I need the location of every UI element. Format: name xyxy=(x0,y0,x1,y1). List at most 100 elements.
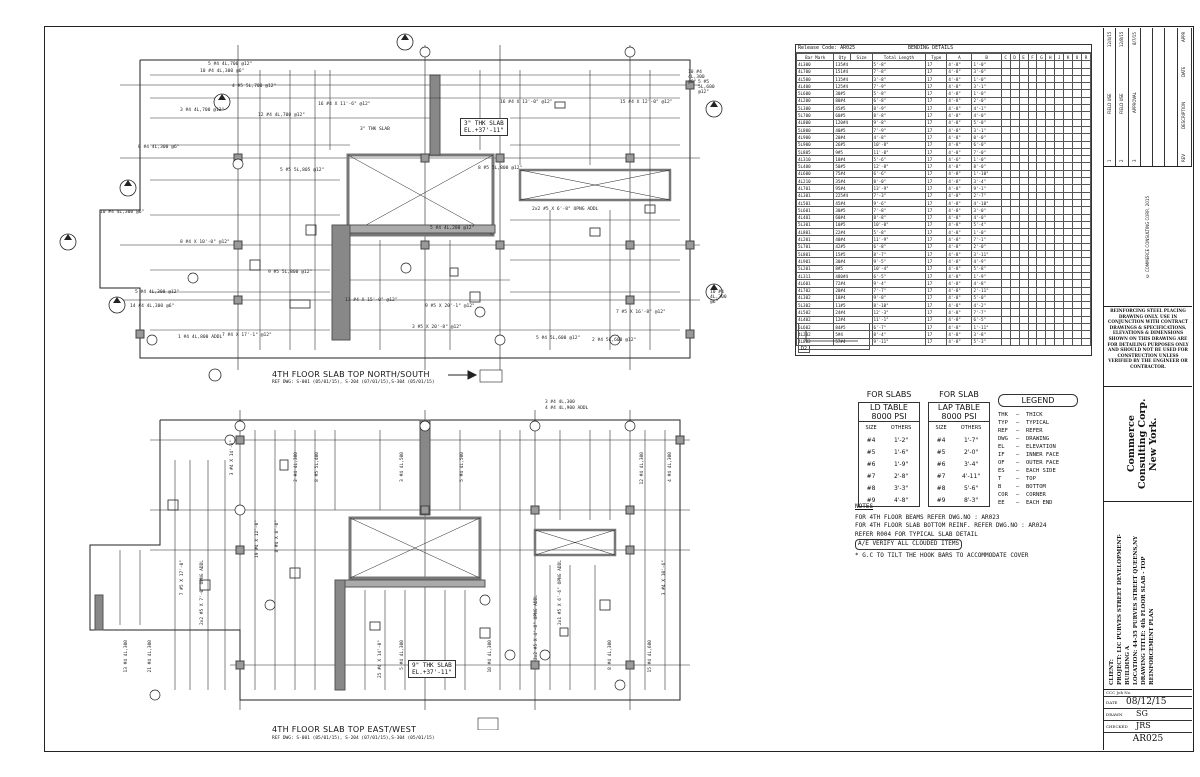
bending-cell: 6'-7" xyxy=(871,322,927,332)
bending-cell-empty xyxy=(1045,264,1056,273)
bending-cell-empty xyxy=(1072,155,1083,164)
bending-cell: 17 xyxy=(925,177,948,186)
bending-cell: 4'-8" xyxy=(946,330,973,339)
rebar-label: 8 #4 4L,300 @6" xyxy=(138,145,180,150)
bending-cell: 17 xyxy=(925,60,948,69)
bending-cell-empty xyxy=(1045,177,1056,186)
bending-cell-empty xyxy=(1081,155,1091,164)
bending-cell: 50#5 xyxy=(833,162,873,171)
bending-col-header: Size xyxy=(850,52,873,62)
bending-cell-empty xyxy=(1045,74,1056,84)
lap-table-cell: 5'-6" xyxy=(963,484,979,492)
bending-cell: 6'-6" xyxy=(871,169,927,179)
bending-cell-empty xyxy=(1063,169,1074,179)
rebar-label: 8 #5 5L,400 xyxy=(315,452,320,482)
bending-cell-empty xyxy=(1000,198,1011,208)
bending-cell-empty xyxy=(1036,140,1047,149)
bending-col-header: F xyxy=(1027,52,1038,62)
bending-cell-empty xyxy=(1045,104,1056,113)
bending-cell-empty xyxy=(1036,125,1047,135)
drawn-value: SG xyxy=(1136,709,1148,718)
bending-cell-empty xyxy=(1081,286,1091,295)
bending-cell-empty xyxy=(1009,271,1020,281)
bending-cell-empty xyxy=(1054,89,1065,98)
drawing-number: AR025 xyxy=(1132,734,1164,744)
bending-cell-empty xyxy=(1063,133,1074,142)
legend-dash: – xyxy=(1016,500,1020,506)
legend-abbrev: REF xyxy=(998,428,1008,434)
company-city: New York. xyxy=(1148,417,1159,471)
bending-cell-empty xyxy=(1063,67,1074,76)
bending-cell-empty xyxy=(1045,279,1056,288)
lap-col-size: SIZE xyxy=(935,425,947,431)
bending-cell: 6'-0" xyxy=(971,140,1002,149)
bending-cell-empty xyxy=(1000,213,1011,222)
bending-cell-empty xyxy=(1081,89,1091,98)
bending-cell-empty xyxy=(1000,184,1011,193)
location-label: LOCATION: xyxy=(1133,649,1139,685)
bending-cell: 17 xyxy=(925,89,948,98)
bending-cell-empty xyxy=(1054,322,1065,332)
bending-cell-empty xyxy=(1009,96,1020,106)
bending-cell: 30#5 xyxy=(833,206,873,215)
bending-cell-empty xyxy=(1018,140,1029,149)
legend-dash: – xyxy=(1016,412,1020,418)
ld-table-heading: FOR SLABS xyxy=(866,390,912,399)
note-line: * G.C TO TILT THE HOOK BARS TO ACCOMMODA… xyxy=(855,551,1029,559)
bending-cell-empty xyxy=(1018,133,1029,142)
bending-cell-empty xyxy=(1081,82,1091,91)
bending-col-header: Qty xyxy=(833,52,852,62)
bending-cell: 7'-8" xyxy=(871,206,927,215)
bending-cell: 7'-0" xyxy=(971,147,1002,157)
ld-table-cell: #6 xyxy=(866,460,876,468)
project-info-box: CLIENT: PROJECT: LIC PURVES STREET DEVEL… xyxy=(1104,501,1192,690)
bending-cell: 20#4 xyxy=(833,286,873,295)
bending-cell-empty xyxy=(1000,330,1011,339)
rebar-label: 3 #5 X 20'-8" @12" xyxy=(412,325,462,330)
bending-cell-empty xyxy=(1018,67,1029,76)
legend-item: DWG–DRAWING xyxy=(998,435,1078,443)
bending-cell: 17 xyxy=(925,155,948,164)
bending-cell-empty xyxy=(1081,213,1091,222)
bending-cell-empty xyxy=(1018,228,1029,237)
bending-cell: 60#5 xyxy=(833,111,873,120)
rebar-label: 10 #4 4L,300 @6" xyxy=(200,69,245,74)
bending-cell: 17 xyxy=(925,74,948,84)
bending-cell-empty xyxy=(1000,308,1011,317)
lap-table-cell: #9 xyxy=(936,496,946,504)
bending-cell-empty xyxy=(1081,67,1091,76)
bending-cell: 4L210 xyxy=(795,177,835,186)
bending-cell-empty xyxy=(1081,322,1091,332)
bending-cell: 5L301 xyxy=(795,220,835,230)
rebar-label: 3 #4 X 14'-0" xyxy=(230,440,235,476)
bending-cell: 2'-7" xyxy=(971,191,1002,200)
bending-col-header: Total Length xyxy=(871,52,927,62)
bending-cell-empty xyxy=(1036,147,1047,157)
bending-cell: 4'-8" xyxy=(946,67,973,76)
bending-cell: 17 xyxy=(925,104,948,113)
rebar-label: 19 #4 X 12'-0" xyxy=(255,520,260,558)
bending-cell-empty xyxy=(1054,279,1065,288)
bending-cell-empty xyxy=(1072,198,1083,208)
bending-cell-empty xyxy=(1045,330,1056,339)
bending-cell: 4L601 xyxy=(795,279,835,288)
bending-cell-empty xyxy=(1081,191,1091,200)
bending-cell-empty xyxy=(1054,96,1065,106)
bending-cell-empty xyxy=(1081,147,1091,157)
bending-cell-empty xyxy=(1045,308,1056,317)
bending-cell-empty xyxy=(1045,271,1056,281)
legend-item: EL–ELEVATION xyxy=(998,443,1078,451)
legend-item: ES–EACH SIDE xyxy=(998,467,1078,475)
bending-cell: 7'-3" xyxy=(871,191,927,200)
bending-cell: 22#4 xyxy=(833,228,873,237)
bending-cell-empty xyxy=(1081,315,1091,325)
bending-cell-empty xyxy=(1027,228,1038,237)
legend-item: REF–REFER xyxy=(998,427,1078,435)
rebar-label: 13 #4 X 15'-0" @12" xyxy=(345,298,398,303)
bending-cell-empty xyxy=(1081,264,1091,273)
rebar-label: 3 #4 4L,500 xyxy=(400,452,405,482)
bending-cell-empty xyxy=(1045,125,1056,135)
